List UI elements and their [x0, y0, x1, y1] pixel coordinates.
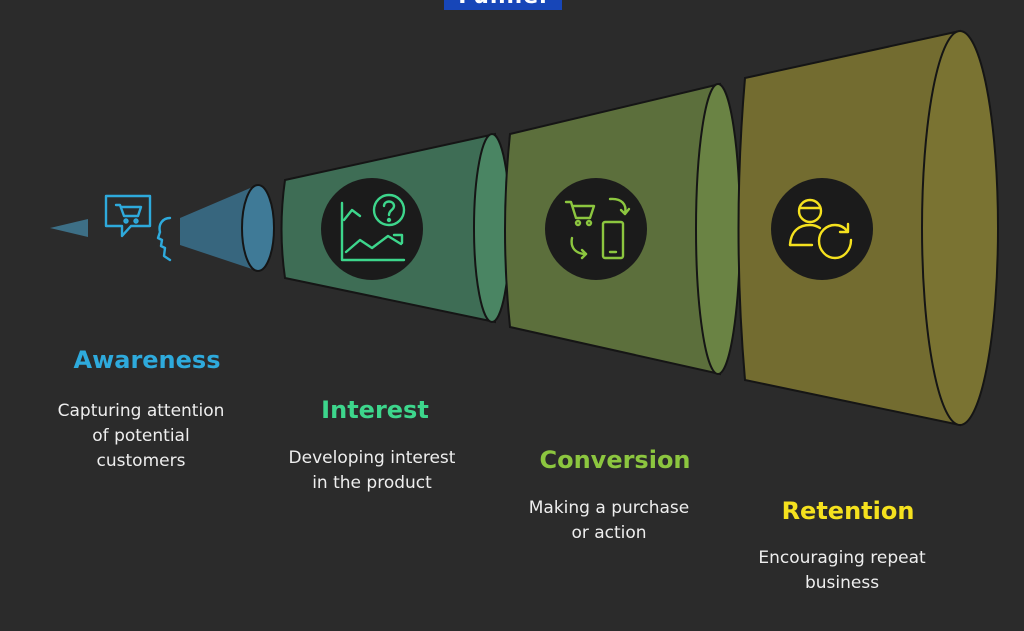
interest-icon-badge	[321, 178, 423, 280]
cart-phone-exchange-icon	[564, 197, 631, 260]
page-title: Funnel	[444, 0, 562, 10]
stage-desc-line: Encouraging repeat	[758, 548, 926, 568]
stage-title-interest: Interest	[321, 396, 429, 424]
funnel-tip	[50, 219, 88, 237]
chat-cart-person-icon	[104, 194, 172, 262]
chart-question-icon	[340, 193, 406, 262]
stage-desc-interest: Developing interest in the product	[257, 446, 487, 496]
stage-desc-line: Developing interest	[288, 448, 456, 468]
stage-desc-line: business	[804, 573, 880, 593]
stage-title-conversion: Conversion	[539, 446, 691, 474]
user-refresh-icon	[788, 198, 853, 260]
stage-desc-awareness: Capturing attention of potential custome…	[26, 399, 256, 474]
funnel-segment-awareness	[180, 184, 275, 272]
stage-desc-line: in the product	[312, 473, 432, 493]
stage-desc-line: of potential	[92, 426, 190, 446]
conversion-icon-badge	[545, 178, 647, 280]
retention-icon-badge	[771, 178, 873, 280]
stage-desc-line: Capturing attention	[57, 401, 225, 421]
stage-title-retention: Retention	[781, 497, 915, 525]
stage-desc-line: Making a purchase	[528, 498, 690, 518]
stage-desc-retention: Encouraging repeat business	[727, 546, 957, 596]
stage-desc-conversion: Making a purchase or action	[494, 496, 724, 546]
stage-title-awareness: Awareness	[73, 346, 221, 374]
stage-desc-line: or action	[571, 523, 647, 543]
stage-desc-line: customers	[96, 451, 186, 471]
